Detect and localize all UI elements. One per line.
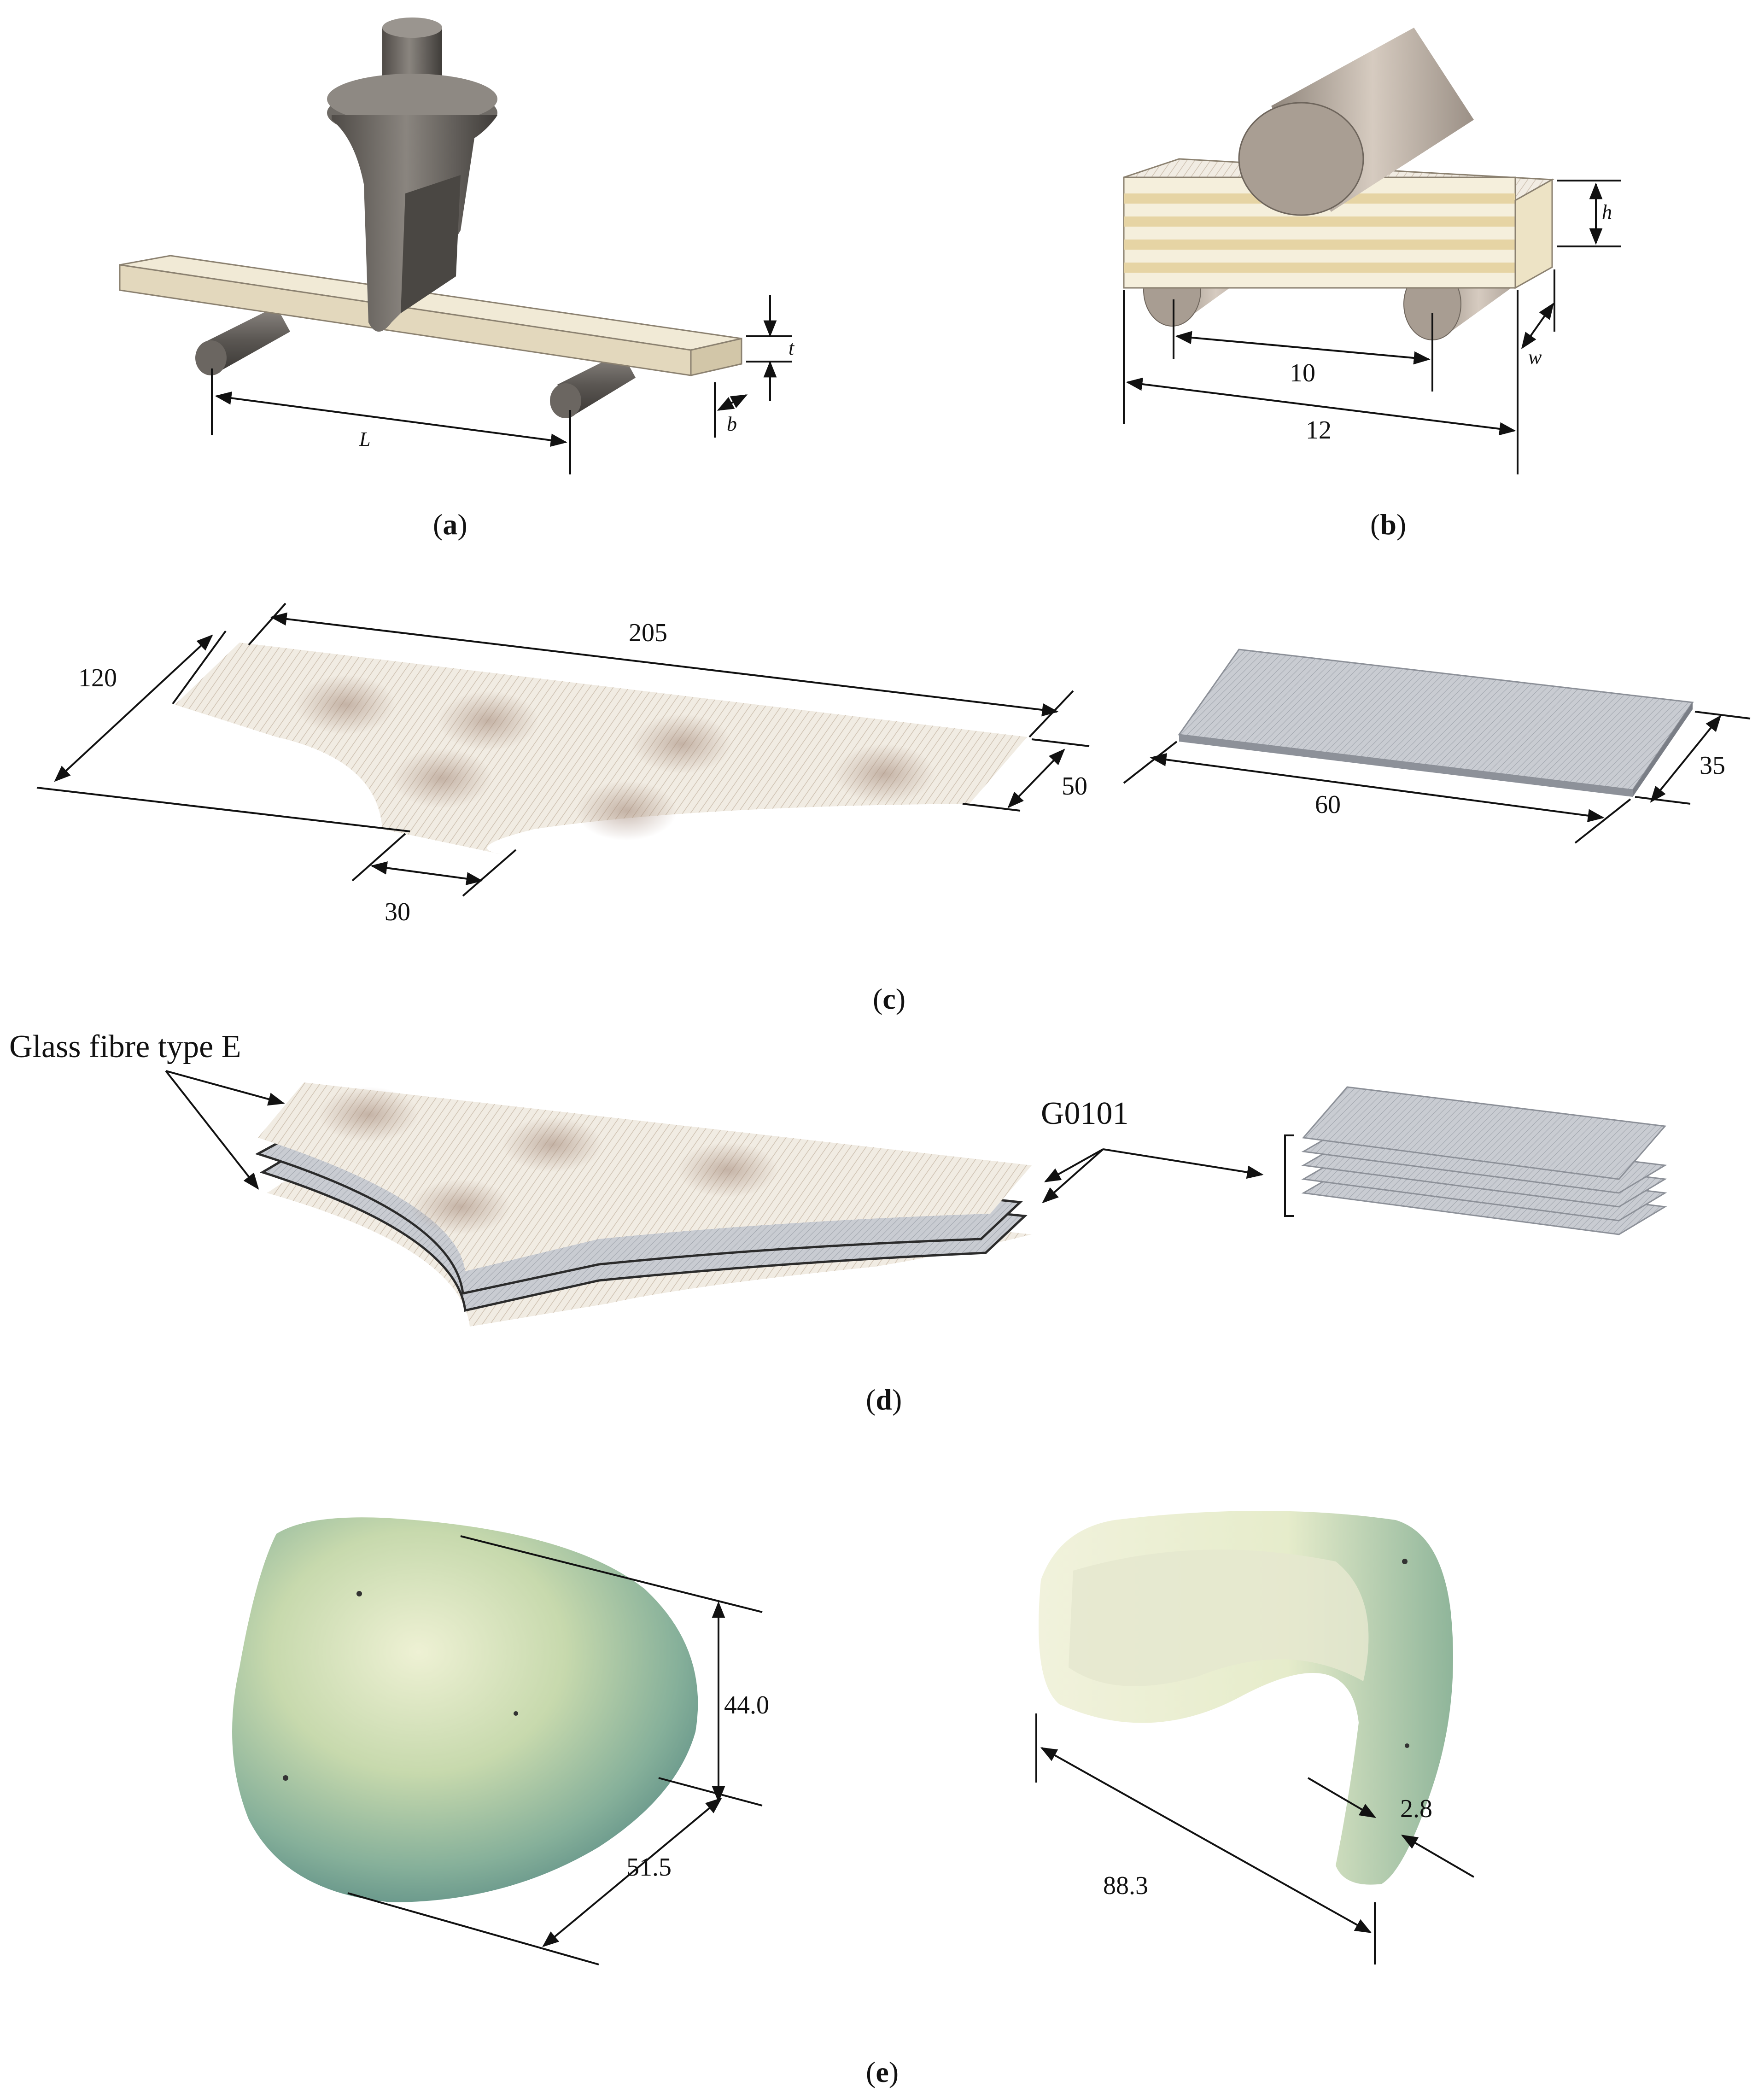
laminate-plies — [1124, 193, 1515, 273]
dimension-height-h: h — [1557, 180, 1621, 247]
toe-cap-side-view — [1039, 1511, 1453, 1885]
dimension-205: 205 — [248, 602, 1074, 738]
label-30: 30 — [385, 898, 410, 926]
label-51-5: 51.5 — [626, 1853, 672, 1882]
laminate-block — [1123, 158, 1555, 289]
panel-d-layup: Glass fibre type E G0101 (d) — [9, 1029, 1667, 1416]
label-height-h: h — [1602, 201, 1612, 223]
dimension-51-5: 51.5 — [347, 1797, 722, 1965]
label-88-3: 88.3 — [1103, 1871, 1148, 1900]
label-g0101: G0101 — [1041, 1096, 1129, 1131]
label-205: 205 — [629, 619, 667, 647]
label-width-b: b — [727, 413, 737, 435]
caption-e: (e) — [866, 2056, 899, 2088]
dimension-length-12: 12 — [1123, 290, 1516, 444]
label-width-w: w — [1528, 346, 1542, 368]
dimension-width-b: b — [714, 382, 748, 438]
dimension-88-3: 88.3 — [1035, 1713, 1376, 1964]
label-span-10: 10 — [1290, 359, 1315, 387]
label-length-12: 12 — [1306, 416, 1332, 444]
label-120: 120 — [78, 664, 117, 692]
panel-e-toe-cap: 44.0 51.5 88.3 2.8 (e) — [232, 1511, 1475, 2088]
dimension-thickness-t: t — [746, 295, 795, 401]
label-44: 44.0 — [724, 1691, 769, 1719]
label-50: 50 — [1062, 772, 1087, 801]
caption-d: (d) — [866, 1383, 902, 1416]
dimension-span-10: 10 — [1173, 299, 1433, 392]
caption-b: (b) — [1370, 508, 1406, 541]
loading-nose — [327, 18, 497, 332]
beam-specimen — [119, 255, 742, 376]
dimension-2-8: 2.8 — [1307, 1777, 1475, 1878]
dimension-50: 50 — [962, 738, 1090, 812]
loading-roller — [1238, 28, 1474, 216]
caption-c: (c) — [873, 982, 905, 1015]
panel-b-short-beam-shear: h w 10 12 (b) — [1123, 28, 1621, 541]
dimension-30: 30 — [351, 833, 517, 926]
ply-template-large — [175, 643, 1027, 854]
dimension-span-L: L — [211, 368, 571, 474]
dimension-120: 120 — [36, 630, 410, 832]
dimension-width-w: w — [1517, 269, 1555, 474]
label-thickness-t: t — [789, 337, 795, 359]
toe-cap-top-view — [232, 1517, 698, 1902]
panel-c-ply-dimensions: 205 120 50 30 60 — [36, 602, 1751, 1015]
stack-bracket — [1284, 1134, 1294, 1217]
dimension-35: 35 — [1635, 711, 1751, 805]
label-60: 60 — [1315, 790, 1341, 819]
label-35: 35 — [1700, 751, 1725, 780]
layup-stack-small — [1301, 1086, 1667, 1235]
caption-a: (a) — [433, 508, 467, 541]
label-glass-fibre: Glass fibre type E — [9, 1029, 241, 1064]
dimension-60: 60 — [1123, 741, 1631, 844]
ply-template-small — [1178, 649, 1694, 797]
panel-a-three-point-bending: L t b (a) — [119, 18, 795, 541]
support-roller-left — [195, 306, 290, 375]
dimension-44: 44.0 — [460, 1535, 769, 1807]
layup-stack-large — [255, 1082, 1032, 1327]
label-2-8: 2.8 — [1400, 1795, 1432, 1823]
label-span-L: L — [359, 428, 370, 450]
